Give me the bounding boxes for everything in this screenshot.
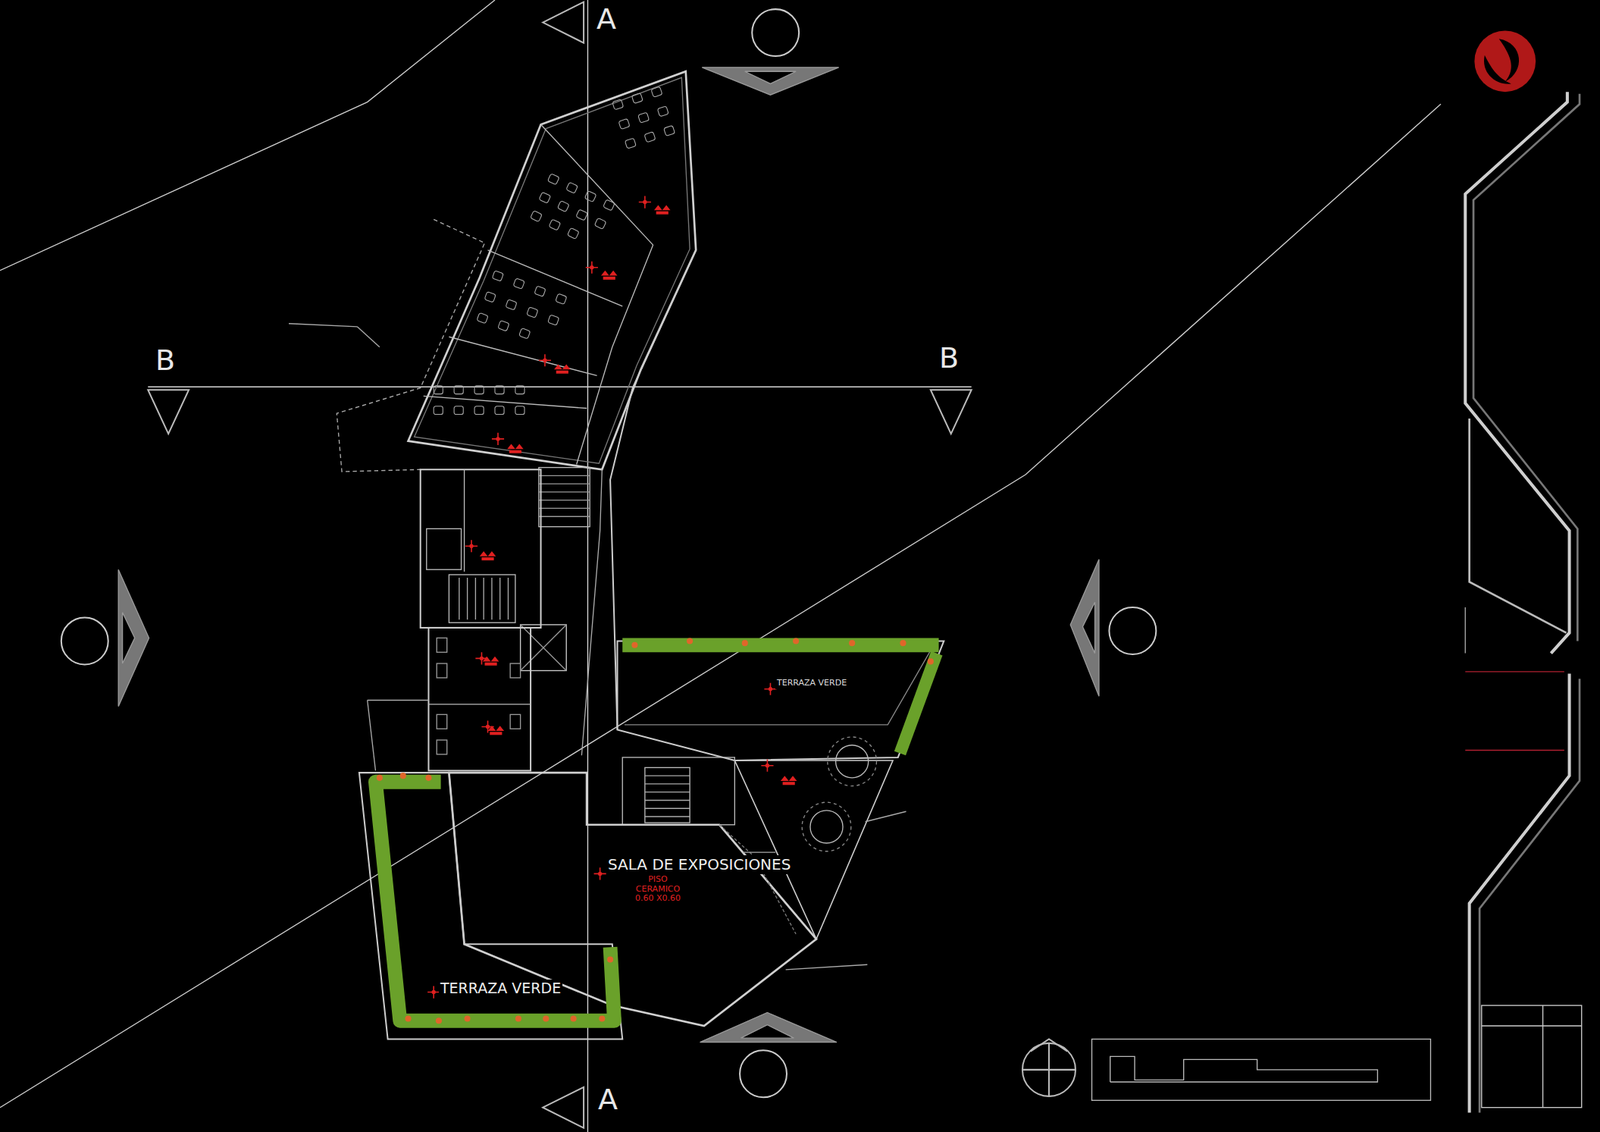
section-mark: A	[594, 3, 619, 36]
room-area: SALA DE EXPOSICIONESPISO CERAMICO 0.60 X…	[606, 854, 793, 905]
section-mark: A	[595, 1083, 620, 1116]
room-name: TERRAZA VERDE	[438, 979, 563, 998]
room-area: TERRAZA VERDE	[775, 677, 849, 689]
section-mark: B	[153, 344, 178, 377]
room-area: TERRAZA VERDE	[438, 979, 563, 998]
floor-finish-note: PISO CERAMICO 0.60 X0.60	[632, 873, 683, 905]
room-name: TERRAZA VERDE	[775, 677, 849, 689]
section-mark: B	[936, 342, 962, 375]
room-name: SALA DE EXPOSICIONES	[606, 854, 793, 874]
